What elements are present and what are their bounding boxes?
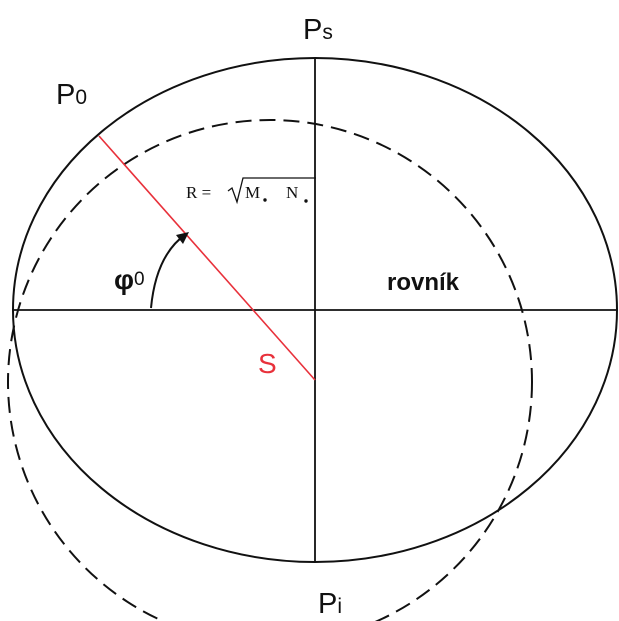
svg-text:M: M [245,183,260,202]
equator-label: rovník [387,269,460,296]
radius-formula: R = M N [186,177,316,205]
latitude-arc [150,233,187,309]
center-label: S [258,348,277,379]
pole-bottom-label: Pi [318,588,342,620]
sqrt-sign-icon [227,177,316,205]
arrowhead-icon [176,232,189,244]
svg-text:R =: R = [186,183,211,202]
radius-line [98,135,316,381]
dashed-sphere [7,119,533,621]
pole-top-label: Ps [303,14,333,46]
svg-text:N: N [286,183,298,202]
latitude-label: φ0 [114,264,145,295]
point-p0-label: P0 [56,79,87,111]
